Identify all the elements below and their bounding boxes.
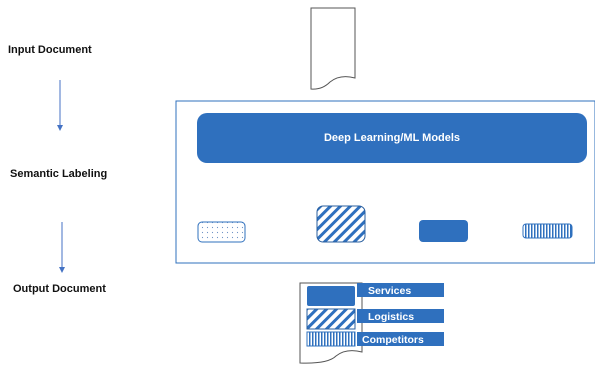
step-output-label: Output Document — [13, 283, 106, 295]
output-tag-competitors-label: Competitors — [362, 334, 424, 346]
swatch-diagonal-stripes — [316, 205, 366, 243]
output-tag-competitors — [357, 332, 444, 346]
output-tag-logistics-label: Logistics — [368, 311, 414, 323]
output-segment-services-block — [307, 286, 355, 306]
output-tag-services-label: Services — [368, 285, 411, 297]
output-tag-services — [357, 283, 444, 297]
swatch-vertical-stripes — [522, 223, 573, 239]
model-box-label: Deep Learning/ML Models — [324, 132, 460, 144]
model-box — [197, 113, 587, 163]
swatch-solid — [419, 220, 468, 242]
output-segment-competitors-block — [306, 331, 356, 347]
swatch-dotted — [197, 221, 246, 243]
output-segment-logistics-block — [306, 308, 356, 330]
input-document-icon — [310, 7, 356, 90]
step-semantic-label: Semantic Labeling — [10, 168, 108, 180]
step-input-label: Input Document — [8, 44, 92, 56]
output-tag-logistics — [357, 309, 444, 323]
